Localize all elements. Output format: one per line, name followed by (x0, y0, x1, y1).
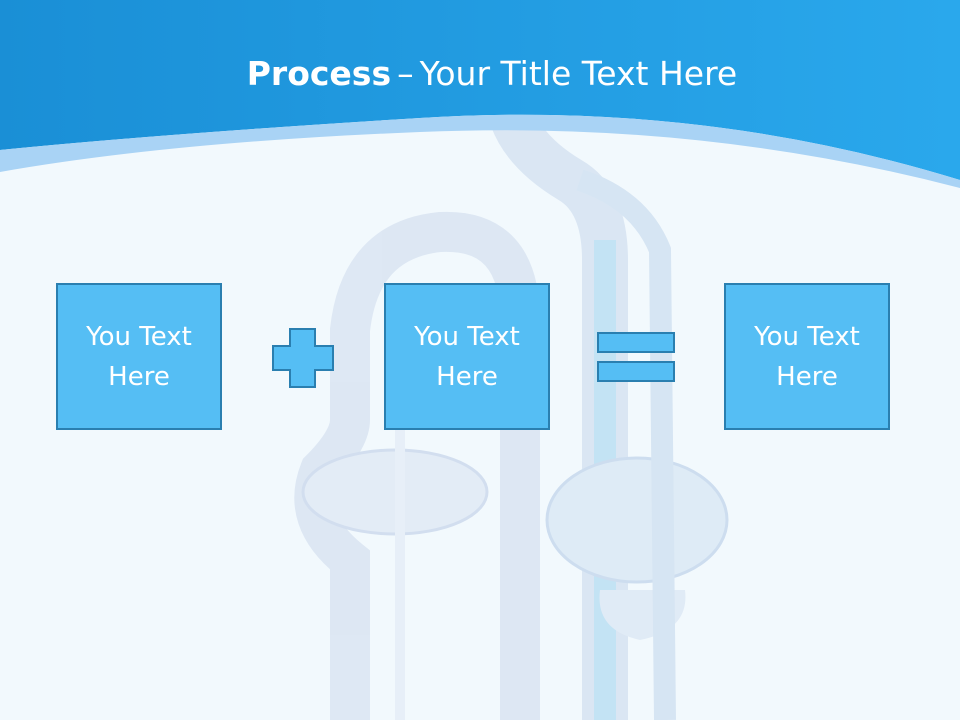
glassware-illustration (294, 103, 729, 720)
slide-title: Process–Your Title Text Here (0, 52, 960, 96)
text-box-1-label: You Text Here (86, 321, 192, 392)
title-bold-part: Process (246, 54, 392, 93)
text-box-3[interactable]: You Text Here (724, 283, 890, 430)
text-box-2-label: You Text Here (414, 321, 520, 392)
header-wave (0, 114, 960, 188)
text-box-1[interactable]: You Text Here (56, 283, 222, 430)
header-band (0, 0, 960, 180)
title-separator: – (397, 54, 414, 93)
text-box-3-label: You Text Here (754, 321, 860, 392)
title-text: Your Title Text Here (419, 54, 738, 93)
text-box-2[interactable]: You Text Here (384, 283, 550, 430)
